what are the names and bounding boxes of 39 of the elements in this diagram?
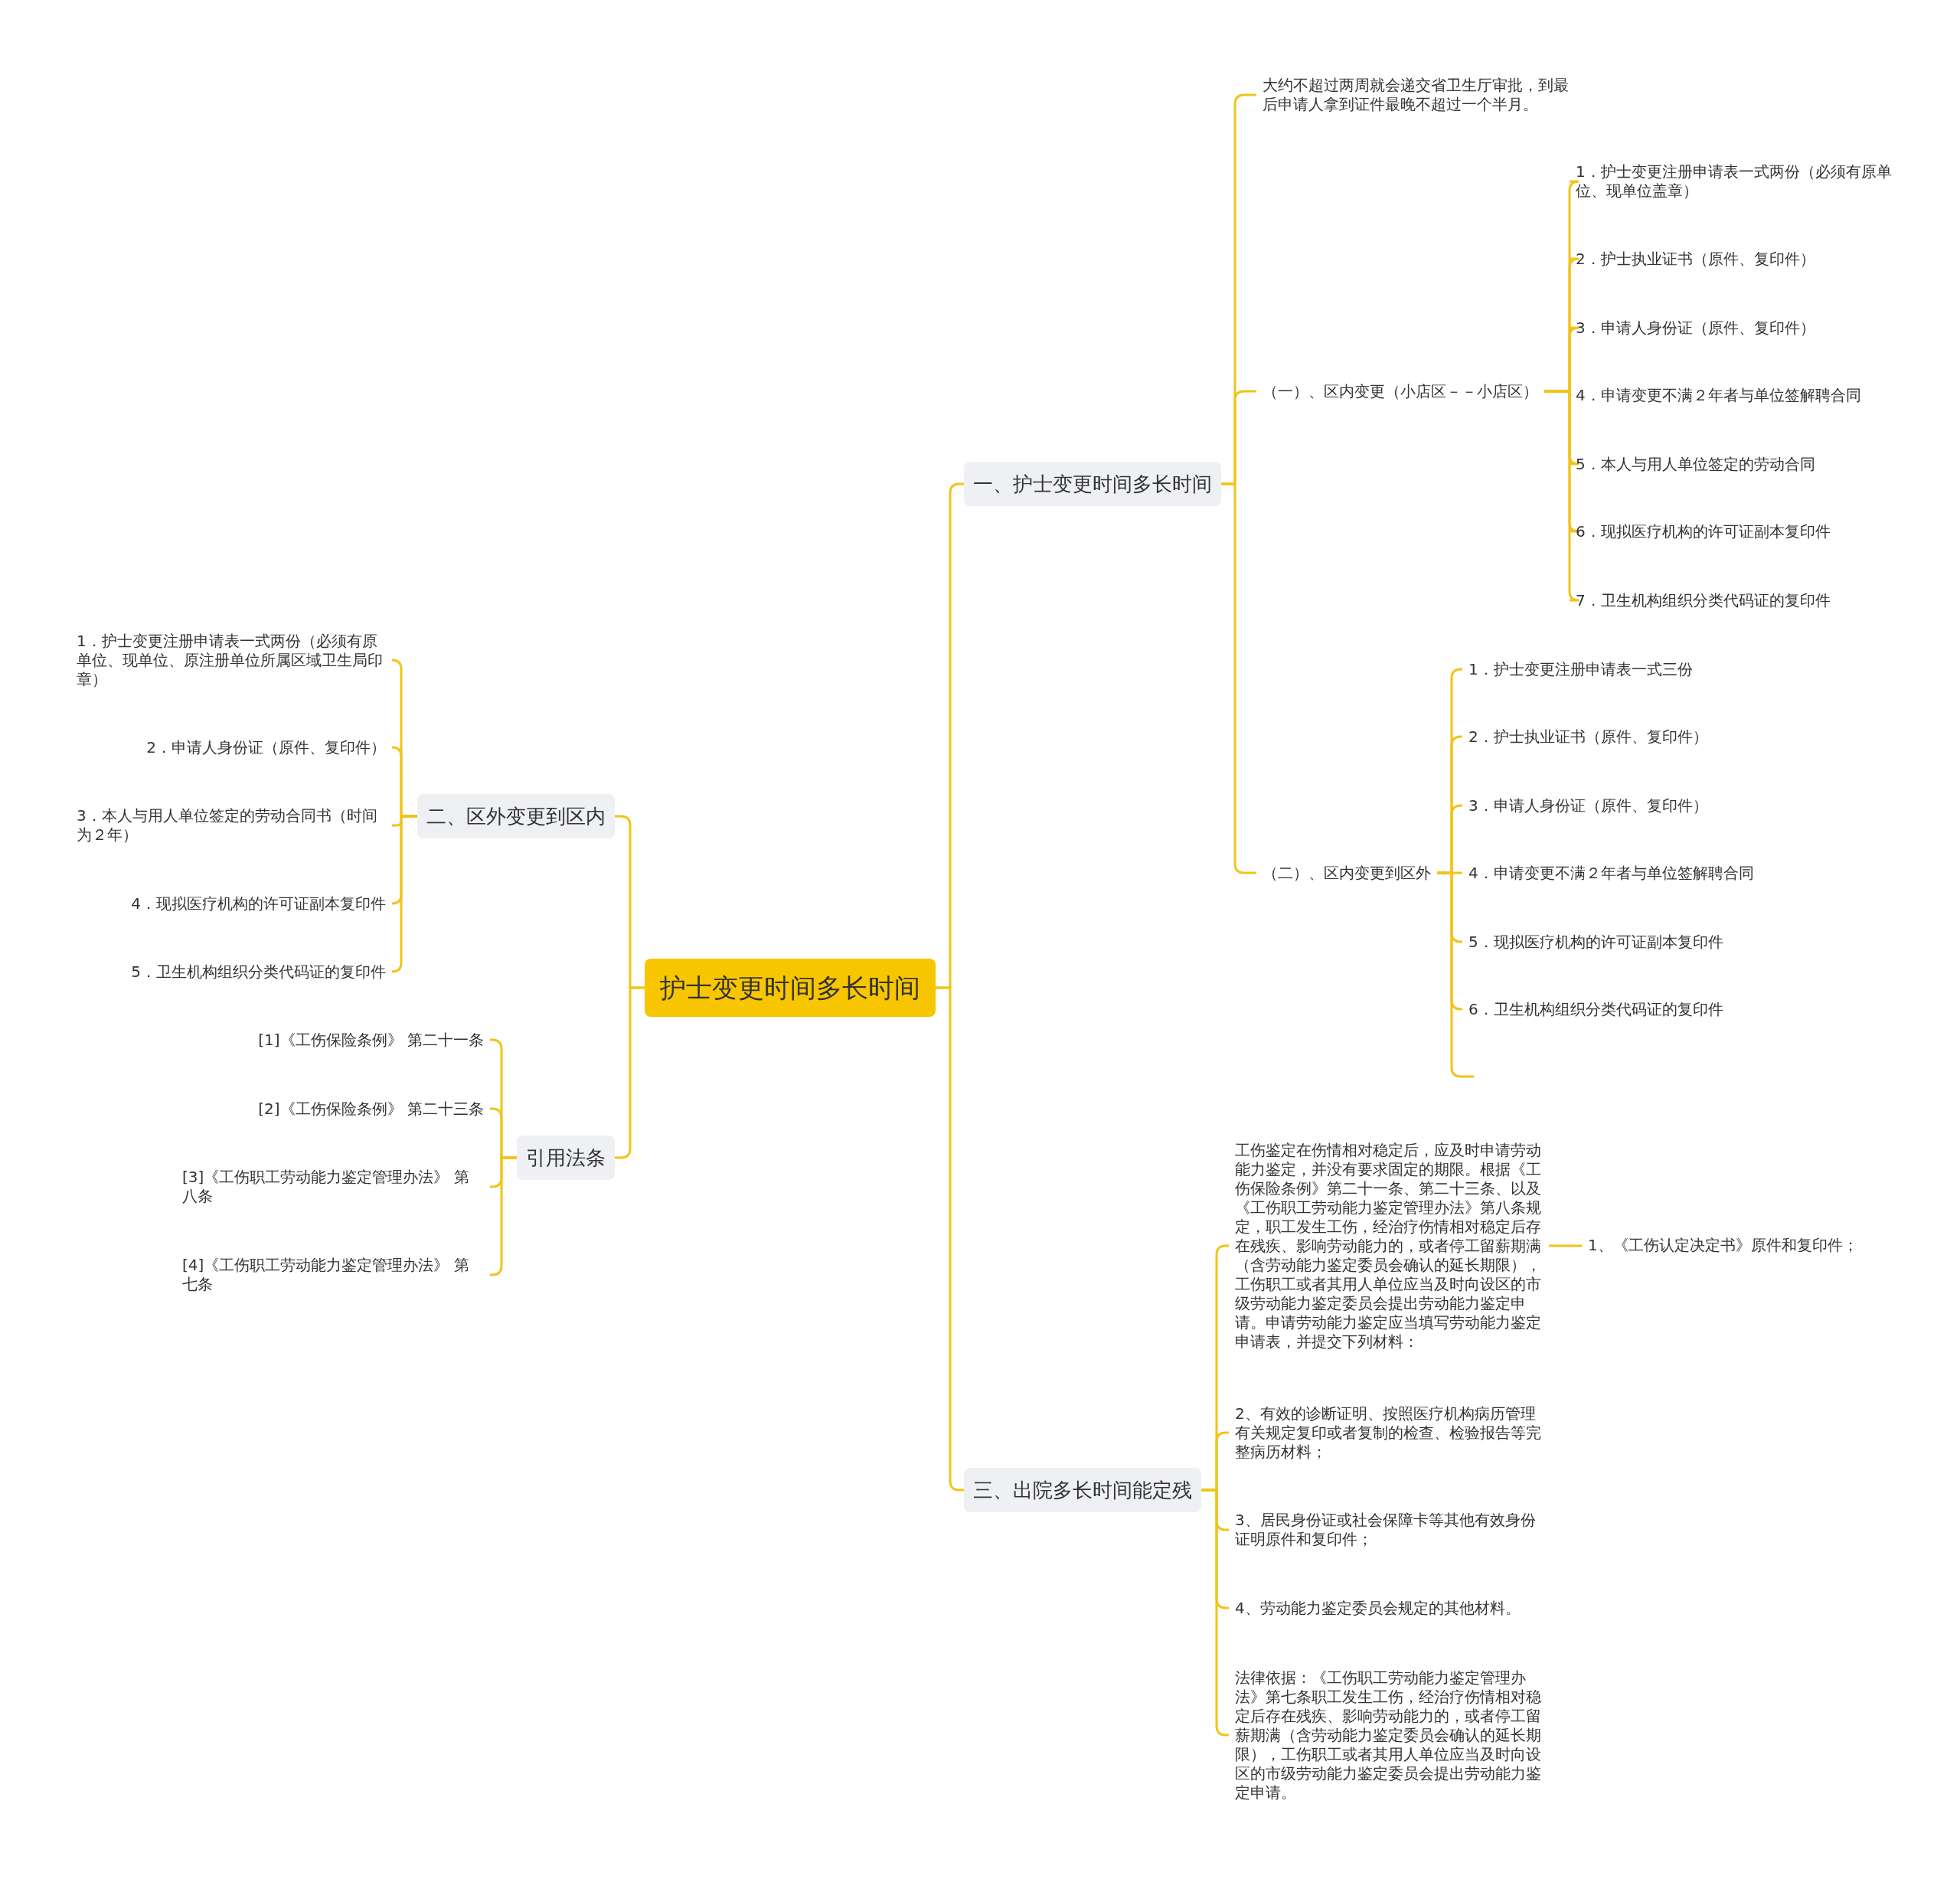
topic-text: 3．申请人身份证（原件、复印件） <box>1570 318 1821 338</box>
topic-text: 6．现拟医疗机构的许可证副本复印件 <box>1570 521 1837 541</box>
topic-text: （一）、区内变更（小店区－－小店区） <box>1256 381 1544 401</box>
topic-text: 5．现拟医疗机构的许可证副本复印件 <box>1462 932 1730 952</box>
topic-text: 3．申请人身份证（原件、复印件） <box>1462 796 1714 815</box>
topic-text: 5．卫生机构组织分类代码证的复印件 <box>125 962 392 982</box>
topic-text: 2．护士执业证书（原件、复印件） <box>1570 249 1821 269</box>
topic-text: 1．护士变更注册申请表一式三份 <box>1462 659 1699 679</box>
topic-text: 4．申请变更不满２年者与单位签解聘合同 <box>1570 385 1867 405</box>
topic-text: [3]《工伤职工劳动能力鉴定管理办法》 第八条 <box>176 1168 490 1206</box>
branch-topic: 二、区外变更到区内 <box>417 794 615 838</box>
topic-text: 2、有效的诊断证明、按照医疗机构病历管理有关规定复印或者复制的检查、检验报告等完整病历材料； <box>1229 1404 1549 1462</box>
branch-topic: 一、护士变更时间多长时间 <box>964 462 1221 506</box>
topic-text: （二）、区内变更到区外 <box>1256 863 1437 883</box>
branch-topic: 引用法条 <box>517 1136 615 1180</box>
branch-topic: 三、出院多长时间能定残 <box>964 1468 1201 1512</box>
topic-text: [1]《工伤保险条例》 第二十一条 <box>252 1030 490 1050</box>
topic-text: 4、劳动能力鉴定委员会规定的其他材料。 <box>1229 1598 1527 1618</box>
connector-line <box>390 815 417 973</box>
topic-text: [4]《工伤职工劳动能力鉴定管理办法》 第七条 <box>176 1256 490 1294</box>
topic-text: 6．卫生机构组织分类代码证的复印件 <box>1462 999 1730 1019</box>
root-topic: 护士变更时间多长时间 <box>645 959 936 1017</box>
topic-text: 4．现拟医疗机构的许可证副本复印件 <box>125 894 392 913</box>
topic-text: 2．申请人身份证（原件、复印件） <box>140 737 392 757</box>
connector-line <box>615 986 645 1159</box>
topic-text: 工伤鉴定在伤情相对稳定后，应及时申请劳动能力鉴定，并没有要求固定的期限。根据《工伤保险条例》第二十一条、第二十三条、以及《工伤职工劳动能力鉴定管理办法》第八条规定，职工发生工伤，经治疗伤情相对稳定后存在残疾、影响劳动能力的，或者停工留薪期满（含劳动能力鉴定委员会确认的延长期限），工伤职工或者其用人单位应当及时向设区的市级劳动能力鉴定委员会提出劳动能力鉴定申请。申请劳动能力鉴定应当填写劳动能力鉴定申请表，并提交下列材料： <box>1229 1140 1549 1351</box>
topic-text: 1、《工伤认定决定书》原件和复印件； <box>1582 1235 1864 1255</box>
topic-text: 3、居民身份证或社会保障卡等其他有效身份证明原件和复印件； <box>1229 1511 1549 1549</box>
topic-text: 4．申请变更不满２年者与单位签解聘合同 <box>1462 863 1760 883</box>
topic-text: 3．本人与用人单位签定的劳动合同书（时间为２年） <box>70 806 392 845</box>
topic-text: 大约不超过两周就会递交省卫生厅审批，到最后申请人拿到证件最晚不超过一个半月。 <box>1256 76 1578 114</box>
topic-text: 5．本人与用人单位签定的劳动合同 <box>1570 454 1821 474</box>
topic-text: 7．卫生机构组织分类代码证的复印件 <box>1570 590 1837 610</box>
topic-text: 1．护士变更注册申请表一式两份（必须有原单位、现单位、原注册单位所属区域卫生局印章） <box>70 631 392 689</box>
topic-text: 法律依据：《工伤职工劳动能力鉴定管理办法》第七条职工发生工伤，经治疗伤情相对稳定后存在残疾、影响劳动能力的，或者停工留薪期满（含劳动能力鉴定委员会确认的延长期限），工伤职工或者其用人单位应当及时向设区的市级劳动能力鉴定委员会提出劳动能力鉴定申请。 <box>1229 1668 1549 1802</box>
topic-text: 1．护士变更注册申请表一式两份（必须有原单位、现单位盖章） <box>1570 162 1906 201</box>
topic-text: [2]《工伤保险条例》 第二十三条 <box>252 1099 490 1119</box>
topic-text: 2．护士执业证书（原件、复印件） <box>1462 727 1714 747</box>
connector-line <box>1549 1244 1582 1247</box>
